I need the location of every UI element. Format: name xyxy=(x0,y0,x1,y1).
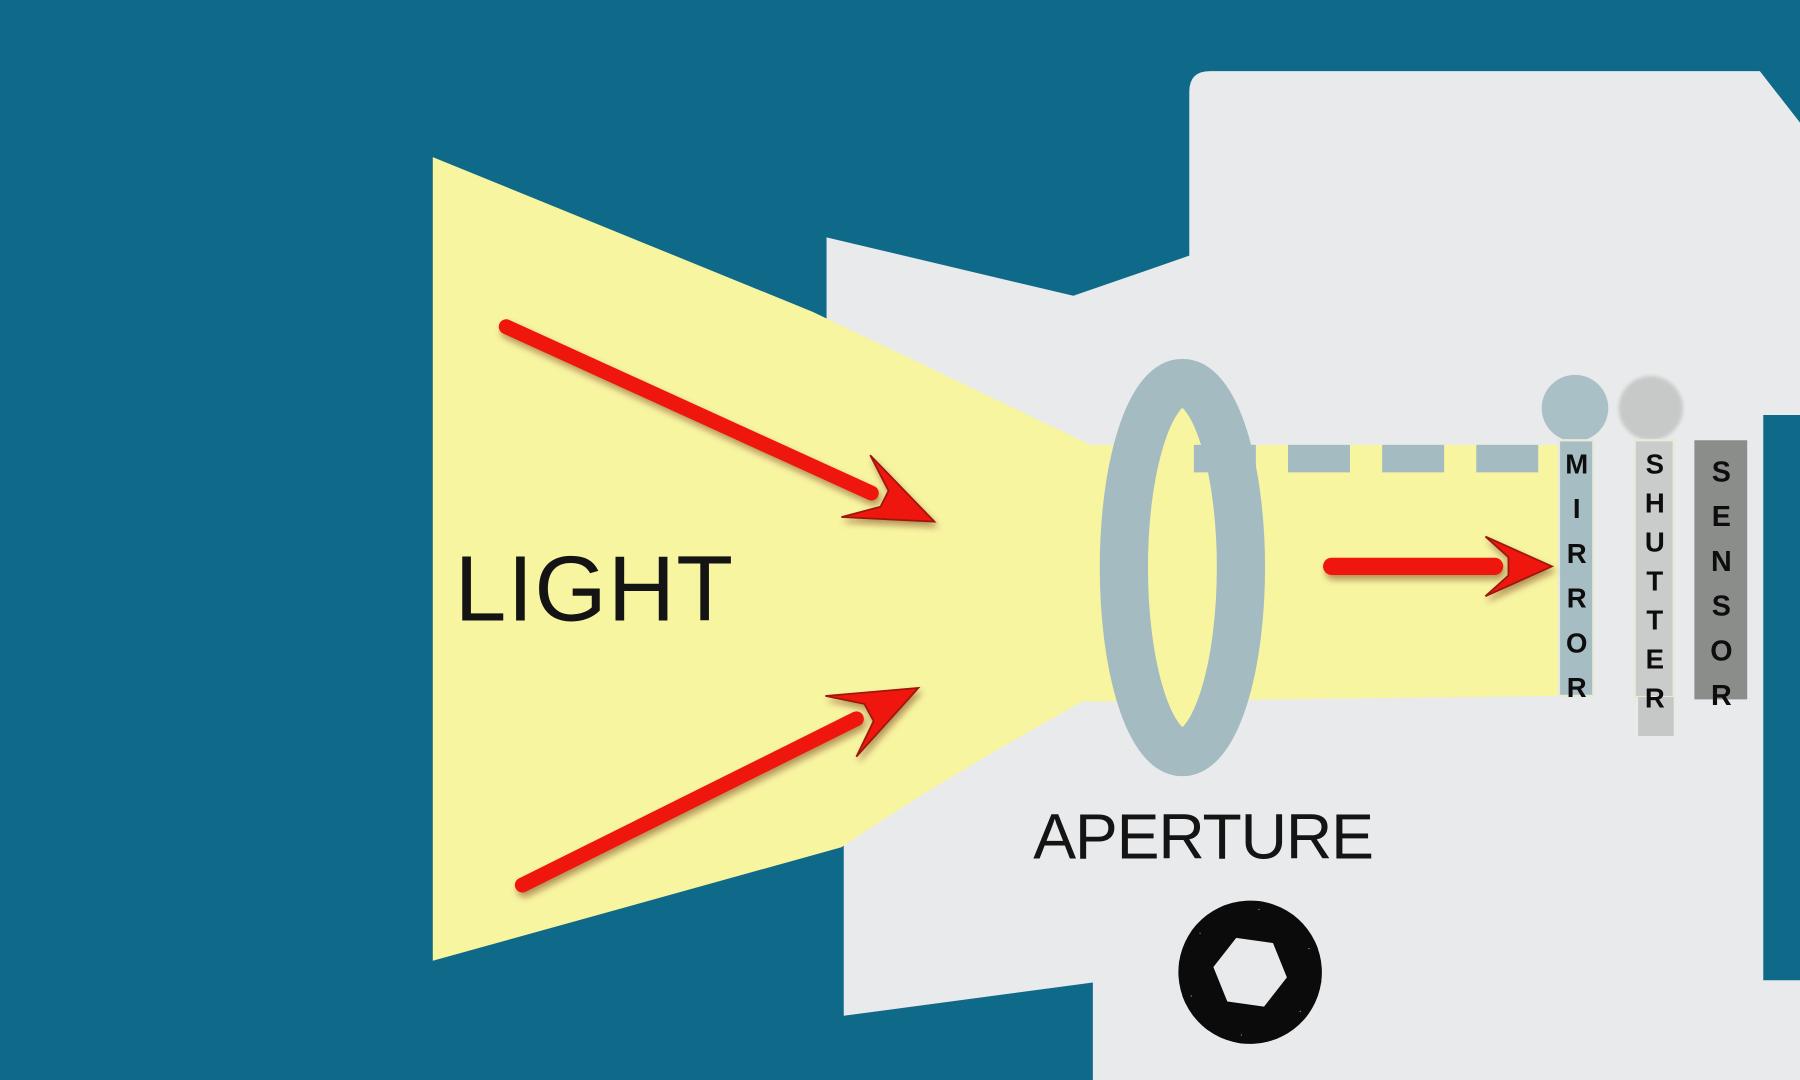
light-label: LIGHT xyxy=(454,537,735,641)
light-arrow-top xyxy=(498,319,937,523)
arrow-head xyxy=(825,686,921,758)
mirror-label: MIRROR xyxy=(1561,449,1593,718)
shutter-pivot xyxy=(1618,376,1683,441)
shutter-bar-foot xyxy=(1638,697,1674,737)
shutter-bar xyxy=(1633,439,1675,699)
dash xyxy=(1382,444,1445,473)
aperture-blade xyxy=(1234,939,1332,1054)
beam-through-aperture xyxy=(1143,402,1222,733)
shutter-label-wrap: SHUTTER xyxy=(1634,449,1675,722)
aperture-label: APERTURE xyxy=(1033,800,1374,873)
dash xyxy=(1476,444,1539,473)
shutter-label: SHUTTER xyxy=(1639,449,1671,723)
dash xyxy=(1288,444,1351,473)
light-beam xyxy=(432,157,1558,961)
aperture-icon xyxy=(1169,891,1332,1054)
mirror-pivot xyxy=(1541,374,1609,442)
sensor-label-wrap: SENSOR xyxy=(1694,456,1747,724)
arrow-shaft xyxy=(514,711,864,893)
mirror-bar xyxy=(1557,439,1595,698)
light-arrow-inner xyxy=(1323,535,1555,597)
arrow-head xyxy=(841,454,937,523)
aperture-blades xyxy=(1169,891,1332,1054)
mirror-label-wrap: MIRROR xyxy=(1557,449,1596,717)
sensor-bar xyxy=(1694,440,1748,700)
arrow-head xyxy=(1484,535,1555,597)
light-ray-arrows xyxy=(498,319,1555,893)
aperture-ring xyxy=(1099,358,1266,777)
light-arrow-bottom xyxy=(514,686,921,893)
arrow-shaft xyxy=(498,319,879,501)
sensor-label: SENSOR xyxy=(1705,456,1738,725)
